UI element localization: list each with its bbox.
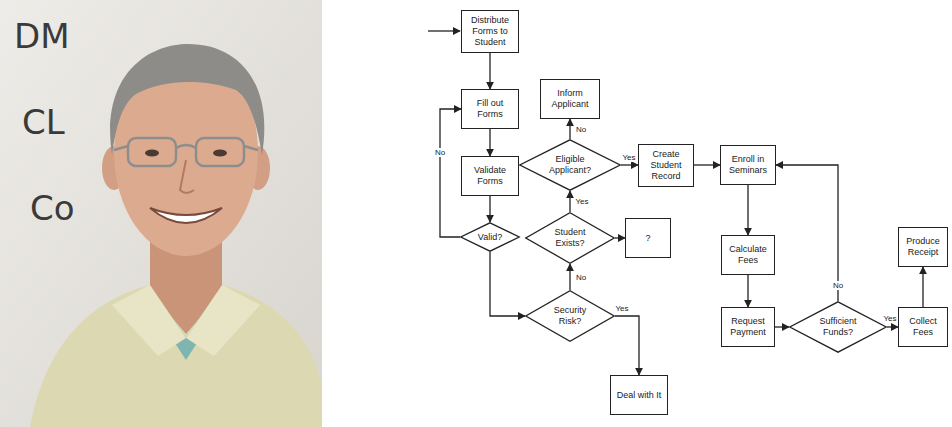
text-stack: Fill out Forms bbox=[466, 98, 514, 120]
text-stack: Produce Receipt bbox=[903, 236, 943, 258]
process-box: Collect Fees bbox=[898, 307, 948, 347]
edge-label: No bbox=[575, 273, 587, 282]
text-stack: Sufficient Funds? bbox=[816, 316, 860, 338]
glasses-lens-right bbox=[196, 138, 244, 166]
diamond-shape bbox=[526, 213, 614, 263]
glasses-bridge bbox=[114, 145, 258, 150]
text-stack: ? bbox=[630, 233, 666, 244]
nose bbox=[180, 160, 194, 193]
edge-label: Yes bbox=[882, 314, 897, 323]
whiteboard-background bbox=[0, 0, 322, 427]
flow-arrow bbox=[694, 164, 720, 165]
node-text: Eligible Applicant? bbox=[547, 154, 593, 176]
flow-arrow bbox=[569, 119, 570, 139]
flow-arrow bbox=[747, 275, 748, 307]
node-text: Calculate Fees bbox=[726, 244, 770, 266]
node-text: Sufficient Funds? bbox=[816, 316, 860, 338]
decision-diamond: Valid? bbox=[460, 222, 520, 252]
text-stack: Student Exists? bbox=[550, 227, 590, 249]
edge-label: No bbox=[832, 281, 844, 290]
edge-label: Yes bbox=[621, 153, 636, 162]
flow-arrow bbox=[776, 165, 838, 301]
process-box: Create Student Record bbox=[638, 144, 694, 187]
diamond-shape bbox=[526, 291, 614, 341]
entry-arrow bbox=[428, 30, 460, 31]
flow-arrow bbox=[615, 316, 639, 375]
diamond-shape bbox=[461, 223, 519, 251]
flow-arrow bbox=[490, 252, 525, 316]
eye-right bbox=[213, 150, 227, 157]
node-text: Distribute Forms to Student bbox=[466, 15, 514, 48]
node-text: Inform Applicant bbox=[545, 88, 595, 110]
edge-label: No bbox=[575, 125, 587, 134]
text-stack: Calculate Fees bbox=[726, 244, 770, 266]
node-text: Create Student Record bbox=[643, 149, 689, 182]
decision-diamond: Eligible Applicant? bbox=[519, 139, 621, 191]
edge-label: No bbox=[434, 148, 446, 157]
text-stack: Valid? bbox=[478, 232, 502, 243]
node-text: Student Exists? bbox=[550, 227, 590, 249]
process-box: Calculate Fees bbox=[721, 235, 775, 275]
whiteboard-writing: CL bbox=[22, 104, 65, 140]
diamond-shape bbox=[520, 140, 620, 190]
flow-arrow bbox=[569, 264, 570, 290]
flow-arrow bbox=[621, 164, 638, 165]
flow-arrow bbox=[747, 185, 748, 235]
collar-left bbox=[112, 285, 186, 356]
node-text: Fill out Forms bbox=[466, 98, 514, 120]
flow-arrow bbox=[489, 53, 490, 90]
glasses-lens-left bbox=[128, 138, 176, 166]
decision-diamond: Security Risk? bbox=[525, 290, 615, 342]
text-stack: Collect Fees bbox=[903, 316, 943, 338]
eye-left bbox=[145, 150, 159, 157]
decision-diamond: Sufficient Funds? bbox=[789, 301, 887, 353]
text-stack: Distribute Forms to Student bbox=[466, 15, 514, 48]
node-text: Request Payment bbox=[726, 316, 770, 338]
node-text: Valid? bbox=[478, 232, 502, 243]
node-text: Deal with It bbox=[615, 390, 663, 401]
text-stack: Request Payment bbox=[726, 316, 770, 338]
process-box: Fill out Forms bbox=[461, 89, 519, 129]
edge-label: Yes bbox=[574, 197, 589, 206]
flow-arrow bbox=[775, 326, 789, 327]
process-box: Enroll in Seminars bbox=[720, 145, 776, 185]
whiteboard-writing: DM bbox=[14, 18, 70, 54]
process-box: Inform Applicant bbox=[540, 79, 600, 119]
text-stack: Deal with It bbox=[615, 390, 663, 401]
diamond-shape bbox=[790, 302, 886, 352]
flow-arrow bbox=[922, 267, 923, 307]
text-stack: Security Risk? bbox=[550, 305, 590, 327]
text-stack: Create Student Record bbox=[643, 149, 689, 182]
decision-diamond: Student Exists? bbox=[525, 212, 615, 264]
flow-arrow bbox=[489, 196, 490, 222]
process-box: Distribute Forms to Student bbox=[461, 10, 519, 53]
flow-arrow bbox=[440, 109, 461, 237]
text-stack: Inform Applicant bbox=[545, 88, 595, 110]
smile bbox=[150, 208, 222, 223]
process-box: Request Payment bbox=[721, 307, 775, 347]
text-stack: Validate Forms bbox=[466, 165, 514, 187]
flow-arrow bbox=[615, 237, 625, 238]
process-box: Validate Forms bbox=[461, 156, 519, 196]
process-box: Produce Receipt bbox=[898, 227, 948, 267]
text-stack: Enroll in Seminars bbox=[725, 154, 771, 176]
node-text: Collect Fees bbox=[903, 316, 943, 338]
flow-arrow bbox=[569, 191, 570, 212]
flow-arrow bbox=[489, 129, 490, 156]
whiteboard-writing: Co bbox=[30, 190, 75, 226]
collar-right bbox=[186, 285, 260, 356]
process-box: Deal with It bbox=[610, 375, 668, 415]
flow-arrow bbox=[887, 326, 898, 327]
node-text: Enroll in Seminars bbox=[725, 154, 771, 176]
process-box: ? bbox=[625, 218, 671, 258]
text-stack: Eligible Applicant? bbox=[547, 154, 593, 176]
node-text: ? bbox=[630, 233, 666, 244]
node-text: Security Risk? bbox=[550, 305, 590, 327]
node-text: Produce Receipt bbox=[903, 236, 943, 258]
node-text: Validate Forms bbox=[466, 165, 514, 187]
edge-label: Yes bbox=[614, 304, 629, 313]
